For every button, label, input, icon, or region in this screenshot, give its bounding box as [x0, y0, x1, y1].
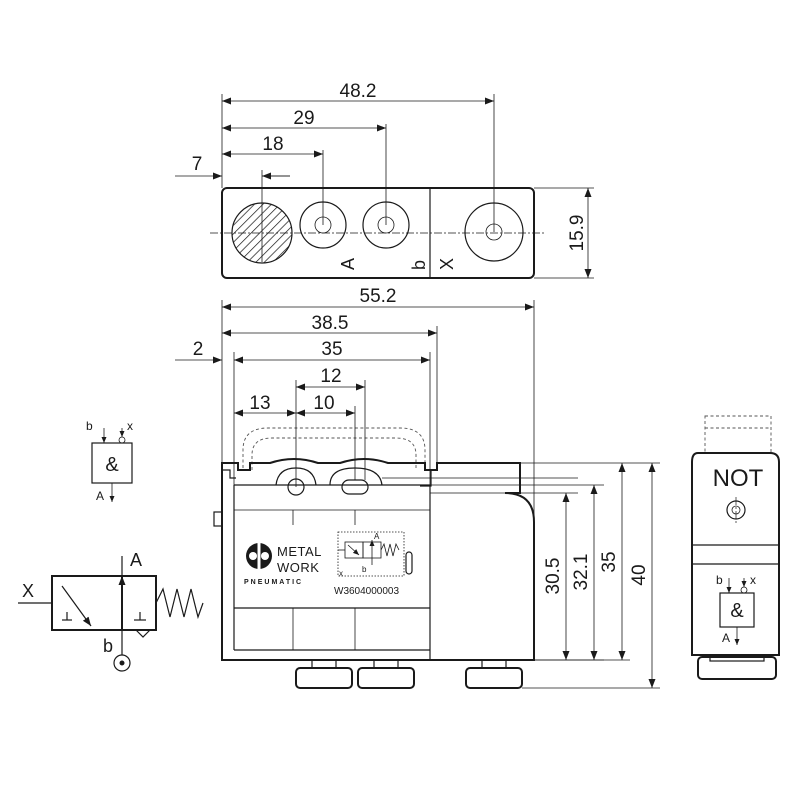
dim-12-label: 12: [320, 366, 341, 387]
dim-48-label: 48.2: [340, 81, 377, 102]
brand-line-3: PNEUMATIC: [244, 579, 303, 586]
foot-3: [465, 667, 523, 689]
dim-35-label: 35: [321, 339, 342, 360]
and-port-a: A: [96, 489, 104, 503]
side-clip: [213, 511, 223, 527]
label-port-a: A: [374, 532, 380, 541]
pressure-source-ring: [113, 654, 131, 672]
not-and-text: &: [730, 600, 744, 622]
and-logic-symbol: & b x A: [86, 419, 133, 503]
label-port-x: x: [339, 569, 343, 578]
valve-spring: [155, 587, 204, 620]
dim-18-label: 18: [262, 134, 283, 155]
valve-square-2: [121, 575, 157, 631]
not-module-foot: [697, 656, 777, 680]
top-port-x-label: X: [437, 258, 457, 270]
and-port-b: b: [86, 419, 93, 433]
not-port-x: x: [750, 573, 756, 587]
mount-slot: [341, 479, 369, 495]
and-port-x: x: [127, 419, 133, 433]
dim-29-label: 29: [293, 108, 314, 129]
label-port-b: b: [362, 565, 367, 574]
not-label: NOT: [713, 465, 764, 492]
foot-2: [357, 667, 415, 689]
brand-line-2: WORK: [277, 560, 319, 575]
dim-40-label: 40: [629, 564, 650, 585]
valve-square-1: [51, 575, 123, 631]
dim-32-1-label: 32.1: [571, 554, 592, 591]
valve-port-x: X: [22, 581, 34, 601]
dim-10-label: 10: [313, 393, 334, 414]
dim-38-5-label: 38.5: [312, 313, 349, 334]
not-module-view: NOT & b x A: [691, 415, 780, 680]
valve-port-b: b: [103, 636, 113, 656]
dashed-bracket-inner: [251, 437, 417, 470]
not-port-b: b: [716, 573, 723, 587]
side-view: METAL WORK PNEUMATIC A x b W3604000003: [175, 286, 660, 689]
top-view: A b X 48.2 29 18 7 15.9: [175, 81, 594, 279]
dim-55-2-label: 55.2: [360, 286, 397, 307]
not-module-body: [691, 452, 780, 656]
valve-symbol: X A b: [18, 550, 204, 672]
dim-30-5-label: 30.5: [543, 558, 564, 595]
product-code: W3604000003: [334, 586, 399, 597]
not-module-dashed-top: [704, 415, 772, 454]
valve-arrow-diag: [61, 585, 92, 627]
dim-35v-label: 35: [599, 551, 620, 572]
valve-port-a: A: [130, 550, 142, 570]
and-symbol-text: &: [105, 454, 119, 476]
dim-13-label: 13: [249, 393, 270, 414]
top-port-b-label: b: [409, 260, 429, 270]
not-port-a: A: [722, 631, 730, 645]
metal-work-logo: METAL WORK PNEUMATIC: [244, 543, 322, 586]
dim-7-label: 7: [192, 154, 203, 175]
top-port-a-label: A: [338, 258, 358, 270]
dim-15-9-label: 15.9: [567, 215, 588, 252]
indicator-window: [405, 551, 413, 575]
dim-2-label: 2: [193, 339, 204, 360]
label-valve-symbol: A x b: [337, 531, 405, 578]
brand-line-1: METAL: [277, 544, 322, 559]
foot-1: [295, 667, 353, 689]
dashed-bracket-outer: [242, 427, 426, 468]
side-view-body: [221, 458, 535, 661]
